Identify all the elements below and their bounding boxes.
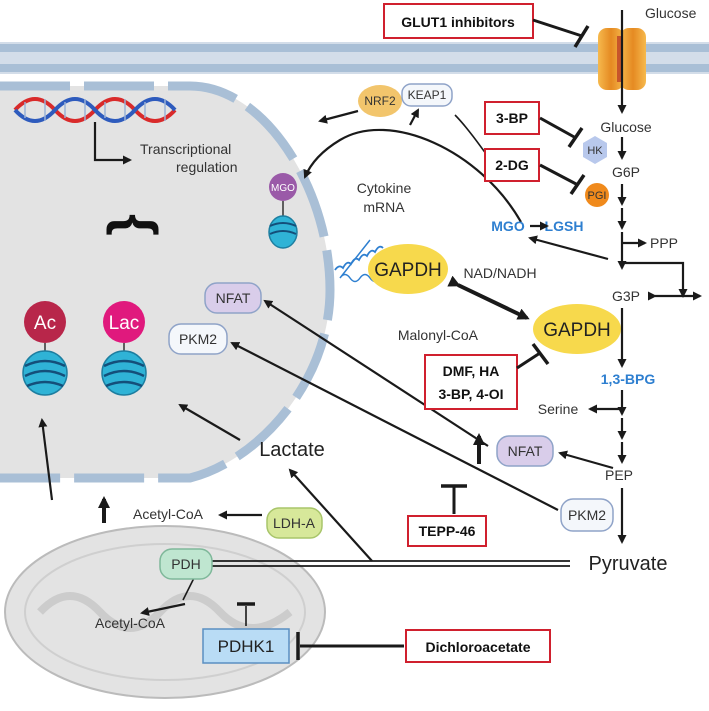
glut1-inhibitor-box bbox=[383, 3, 534, 39]
gapdh-exchange-arrow bbox=[447, 275, 530, 320]
nfat-cyto-pill bbox=[496, 435, 554, 467]
pkm2-to-nucleus-arrow bbox=[230, 342, 559, 511]
dca-inhibitor-box bbox=[405, 629, 551, 663]
lactate-to-histone-arrow bbox=[178, 403, 241, 441]
dca-inhibitor-label: Dichloroacetate bbox=[425, 639, 530, 655]
glut1-transporter bbox=[598, 28, 646, 90]
glut1-inhibit-line bbox=[532, 18, 583, 38]
nfat-nucleus-label: NFAT bbox=[216, 290, 251, 306]
dg2-inhibitor-box bbox=[484, 148, 540, 182]
gapdh-rna-label: GAPDH bbox=[374, 260, 442, 281]
bp3-inhibitor-box bbox=[484, 101, 540, 135]
pep-label: PEP bbox=[605, 467, 633, 483]
lactate-label: Lactate bbox=[259, 439, 325, 461]
nucleus bbox=[0, 81, 335, 483]
pdh-pill bbox=[159, 548, 213, 580]
pkm2-nucleus-pill bbox=[168, 323, 228, 355]
bpg-label: 1,3-BPG bbox=[601, 371, 656, 387]
bp3-inhibitor-label: 3-BP bbox=[496, 110, 528, 126]
gapdh-main-label: GAPDH bbox=[543, 320, 611, 341]
transcription-arrow bbox=[93, 122, 132, 165]
ac-label: Ac bbox=[34, 313, 56, 334]
pgi-circle bbox=[585, 183, 609, 207]
tepp-inhibitor-label: TEPP-46 bbox=[419, 523, 476, 539]
pkm2-cyto-label: PKM2 bbox=[568, 507, 606, 523]
serine-label: Serine bbox=[538, 401, 579, 417]
pep-to-nfat-arrow bbox=[558, 450, 614, 470]
cytokine-label-line1: Cytokine bbox=[357, 180, 412, 196]
lac-label: Lac bbox=[109, 313, 140, 334]
keap1-label: KEAP1 bbox=[408, 88, 447, 102]
malonyl-label: Malonyl-CoA bbox=[398, 327, 479, 343]
pyruvate-label: Pyruvate bbox=[589, 553, 668, 575]
gapdh-inhibitor-line1: DMF, HA bbox=[443, 363, 500, 379]
keap1-arrow bbox=[409, 108, 419, 126]
tepp-inhibitor-box bbox=[407, 515, 487, 547]
bp3-inhibit-line bbox=[539, 116, 577, 140]
dg2-inhibit-line bbox=[539, 163, 579, 187]
ldha-label: LDH-A bbox=[273, 515, 316, 531]
glut1-inhibit-bar bbox=[573, 25, 590, 48]
gapdh-inhibitor-line2: 3-BP, 4-OI bbox=[438, 386, 503, 402]
gapdh-inhibit-line bbox=[516, 351, 541, 370]
gapdh-rna-ellipse bbox=[368, 244, 448, 294]
nad-label: NAD/NADH bbox=[463, 265, 536, 281]
cytokine-label-line2: mRNA bbox=[363, 199, 405, 215]
nfat-nucleus-pill bbox=[204, 282, 262, 314]
nfat-cyto-label: NFAT bbox=[508, 443, 543, 459]
glucose-intracellular-label: Glucose bbox=[600, 119, 652, 135]
lgsh-label: LGSH bbox=[545, 218, 584, 234]
pyruvate-to-lactate-arrow bbox=[288, 468, 373, 562]
acetyl-coa-cyto-label: Acetyl-CoA bbox=[133, 506, 204, 522]
acetyl-coa-mito-label: Acetyl-CoA bbox=[95, 615, 166, 631]
keap1-pill bbox=[401, 83, 453, 107]
pdh-label: PDH bbox=[171, 556, 201, 572]
hk-label: HK bbox=[587, 145, 603, 157]
pkm2-cyto-pill bbox=[560, 498, 614, 532]
nfat-to-nucleus-arrow bbox=[263, 299, 489, 447]
mgo-histone-circle bbox=[269, 173, 297, 201]
hk-hexagon bbox=[583, 136, 607, 164]
mgo-label: MGO bbox=[491, 218, 525, 234]
pdhk1-box bbox=[202, 628, 290, 664]
pkm2-nucleus-label: PKM2 bbox=[179, 331, 217, 347]
g6p-label: G6P bbox=[612, 164, 640, 180]
mgo-histone-label: MGO bbox=[271, 183, 295, 194]
gapdh-inhibitor-box bbox=[424, 354, 518, 410]
acetyl-to-histone-arrow bbox=[38, 418, 54, 501]
dna-helix-icon bbox=[13, 97, 177, 123]
lac-histone: Lac bbox=[101, 301, 147, 396]
dg2-inhibitor-label: 2-DG bbox=[495, 157, 529, 173]
mrna-wave-icon bbox=[334, 245, 384, 271]
glucose-extracellular-label: Glucose bbox=[645, 5, 697, 21]
transcription-label-line1: Transcriptional bbox=[140, 141, 231, 157]
g3p-label: G3P bbox=[612, 288, 640, 304]
pdhk1-label: PDHK1 bbox=[218, 637, 275, 656]
lac-circle bbox=[103, 301, 145, 343]
gapdh-inhibit-bar bbox=[531, 342, 550, 366]
dg2-inhibit-bar bbox=[569, 174, 586, 195]
pgi-label: PGI bbox=[588, 190, 607, 202]
glut1-inhibitor-label: GLUT1 inhibitors bbox=[401, 14, 515, 30]
ppp-label: PPP bbox=[650, 235, 678, 251]
bp3-inhibit-bar bbox=[567, 127, 584, 148]
curly-brace-icon: { bbox=[106, 214, 169, 236]
g3p-to-mgo-arrow bbox=[528, 235, 609, 261]
nrf2-blob bbox=[358, 85, 402, 117]
nrf2-label: NRF2 bbox=[364, 94, 396, 108]
gapdh-main-ellipse bbox=[533, 304, 621, 354]
ac-circle bbox=[24, 301, 66, 343]
ppp-return-arrow bbox=[622, 261, 688, 298]
ac-histone: Ac bbox=[22, 301, 68, 396]
mgo-histone: MGO bbox=[268, 173, 298, 249]
ldha-pill bbox=[266, 507, 323, 539]
transcription-label-line2: regulation bbox=[176, 159, 238, 175]
pdh-to-acetyl-arrow bbox=[140, 602, 186, 616]
nrf2-to-nucleus-arrow bbox=[318, 109, 359, 124]
plasma-membrane bbox=[0, 42, 709, 74]
